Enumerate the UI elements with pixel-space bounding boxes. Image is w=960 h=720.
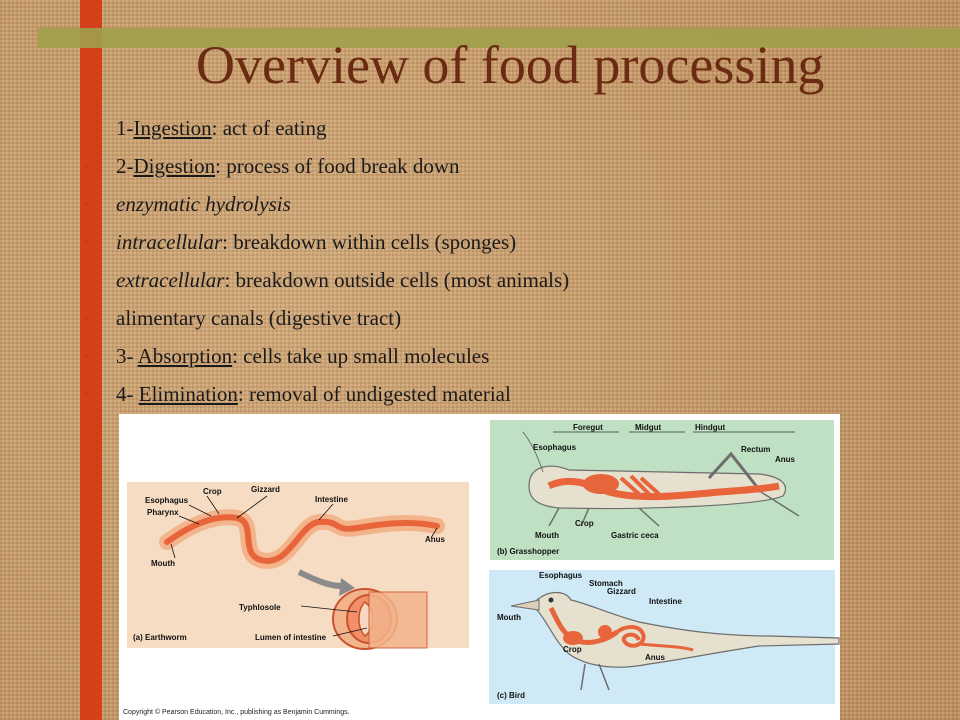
bullet-list: • 1-Ingestion: act of eating • 2-Digestion… <box>82 112 842 416</box>
bullet-prefix: 1- <box>116 116 134 140</box>
decorative-olive-bar <box>38 28 960 48</box>
bullet-text: : removal of undigested material <box>237 382 511 406</box>
hopper-label-gastric-ceca: Gastric ceca <box>611 531 659 540</box>
bullet-text: : cells take up small molecules <box>232 344 490 368</box>
bullet-text: enzymatic hydrolysis <box>116 192 291 216</box>
bullet-prefix: 4- <box>116 382 139 406</box>
copyright-notice: Copyright © Pearson Education, Inc., pub… <box>123 709 350 716</box>
bullet-absorption: • 3- Absorption: cells take up small mole… <box>82 340 842 378</box>
worm-label-intestine: Intestine <box>315 495 348 504</box>
bullet-elimination: • 4- Elimination: removal of undigested m… <box>82 378 842 416</box>
worm-label-lumen: Lumen of intestine <box>255 633 327 642</box>
earthworm-drawing <box>159 495 445 650</box>
bullet-term: Ingestion <box>133 116 212 140</box>
bullet-alimentary: • alimentary canals (digestive tract) <box>82 302 842 340</box>
slide-title: Overview of food processing <box>196 35 825 95</box>
hopper-label-anus: Anus <box>775 455 796 464</box>
hopper-label-midgut: Midgut <box>635 423 662 432</box>
figure-illustration: Crop Gizzard Esophagus Pharynx Intestine… <box>133 423 840 700</box>
grasshopper-caption: (b) Grasshopper <box>497 547 559 556</box>
bullet-prefix: 2- <box>116 154 134 178</box>
bullet-text: alimentary canals (digestive tract) <box>116 306 402 330</box>
bird-label-gizzard: Gizzard <box>607 587 636 596</box>
bullet-extracellular: • extracellular: breakdown outside cells … <box>82 264 842 302</box>
bullet-ingestion: • 1-Ingestion: act of eating <box>82 112 842 150</box>
bullet-term: Elimination <box>138 382 238 406</box>
bullet-prefix: 3- <box>116 344 138 368</box>
digestive-tracts-figure: Crop Gizzard Esophagus Pharynx Intestine… <box>119 414 840 720</box>
bird-label-esophagus: Esophagus <box>539 571 583 580</box>
bird-label-mouth: Mouth <box>497 613 521 622</box>
bullet-intracellular: • intracellular: breakdown within cells (… <box>82 226 842 264</box>
hopper-label-mouth: Mouth <box>535 531 559 540</box>
bullet-digestion: • 2-Digestion: process of food break down <box>82 150 842 188</box>
hopper-label-esophagus: Esophagus <box>533 443 577 452</box>
bullet-dot: • <box>84 159 89 173</box>
bullet-dot: • <box>84 235 89 249</box>
hopper-label-rectum: Rectum <box>741 445 770 454</box>
worm-label-mouth: Mouth <box>151 559 175 568</box>
hopper-label-hindgut: Hindgut <box>695 423 726 432</box>
bird-label-anus: Anus <box>645 653 666 662</box>
hopper-label-crop: Crop <box>575 519 594 528</box>
bird-caption: (c) Bird <box>497 691 525 700</box>
bullet-text: : breakdown outside cells (most animals) <box>224 268 570 292</box>
bullet-term: Digestion <box>133 154 216 178</box>
decorative-red-bar <box>80 0 102 720</box>
grasshopper-drawing <box>522 431 800 527</box>
bullet-dot: • <box>84 197 89 211</box>
bullet-text: : process of food break down <box>215 154 460 178</box>
bullet-term: extracellular <box>116 268 225 292</box>
bird-label-stomach: Stomach <box>589 579 623 588</box>
bird-label-intestine: Intestine <box>649 597 682 606</box>
worm-label-typhlosole: Typhlosole <box>239 603 281 612</box>
bird-label-crop: Crop <box>563 645 582 654</box>
bullet-term: Absorption <box>137 344 233 368</box>
bullet-text: : breakdown within cells (sponges) <box>222 230 517 254</box>
bullet-dot: • <box>84 311 89 325</box>
worm-label-gizzard: Gizzard <box>251 485 280 494</box>
bullet-dot: • <box>84 273 89 287</box>
worm-label-anus: Anus <box>425 535 446 544</box>
bullet-text: : act of eating <box>211 116 327 140</box>
bullet-dot: • <box>84 387 89 401</box>
bullet-term: intracellular <box>116 230 223 254</box>
bird-drawing <box>510 591 840 691</box>
bullet-enzymatic: • enzymatic hydrolysis <box>82 188 842 226</box>
worm-label-esophagus: Esophagus <box>145 496 189 505</box>
bullet-dot: • <box>84 121 89 135</box>
earthworm-caption: (a) Earthworm <box>133 633 187 642</box>
worm-label-crop: Crop <box>203 487 222 496</box>
hopper-label-foregut: Foregut <box>573 423 603 432</box>
worm-label-pharynx: Pharynx <box>147 508 179 517</box>
bullet-dot: • <box>84 349 89 363</box>
